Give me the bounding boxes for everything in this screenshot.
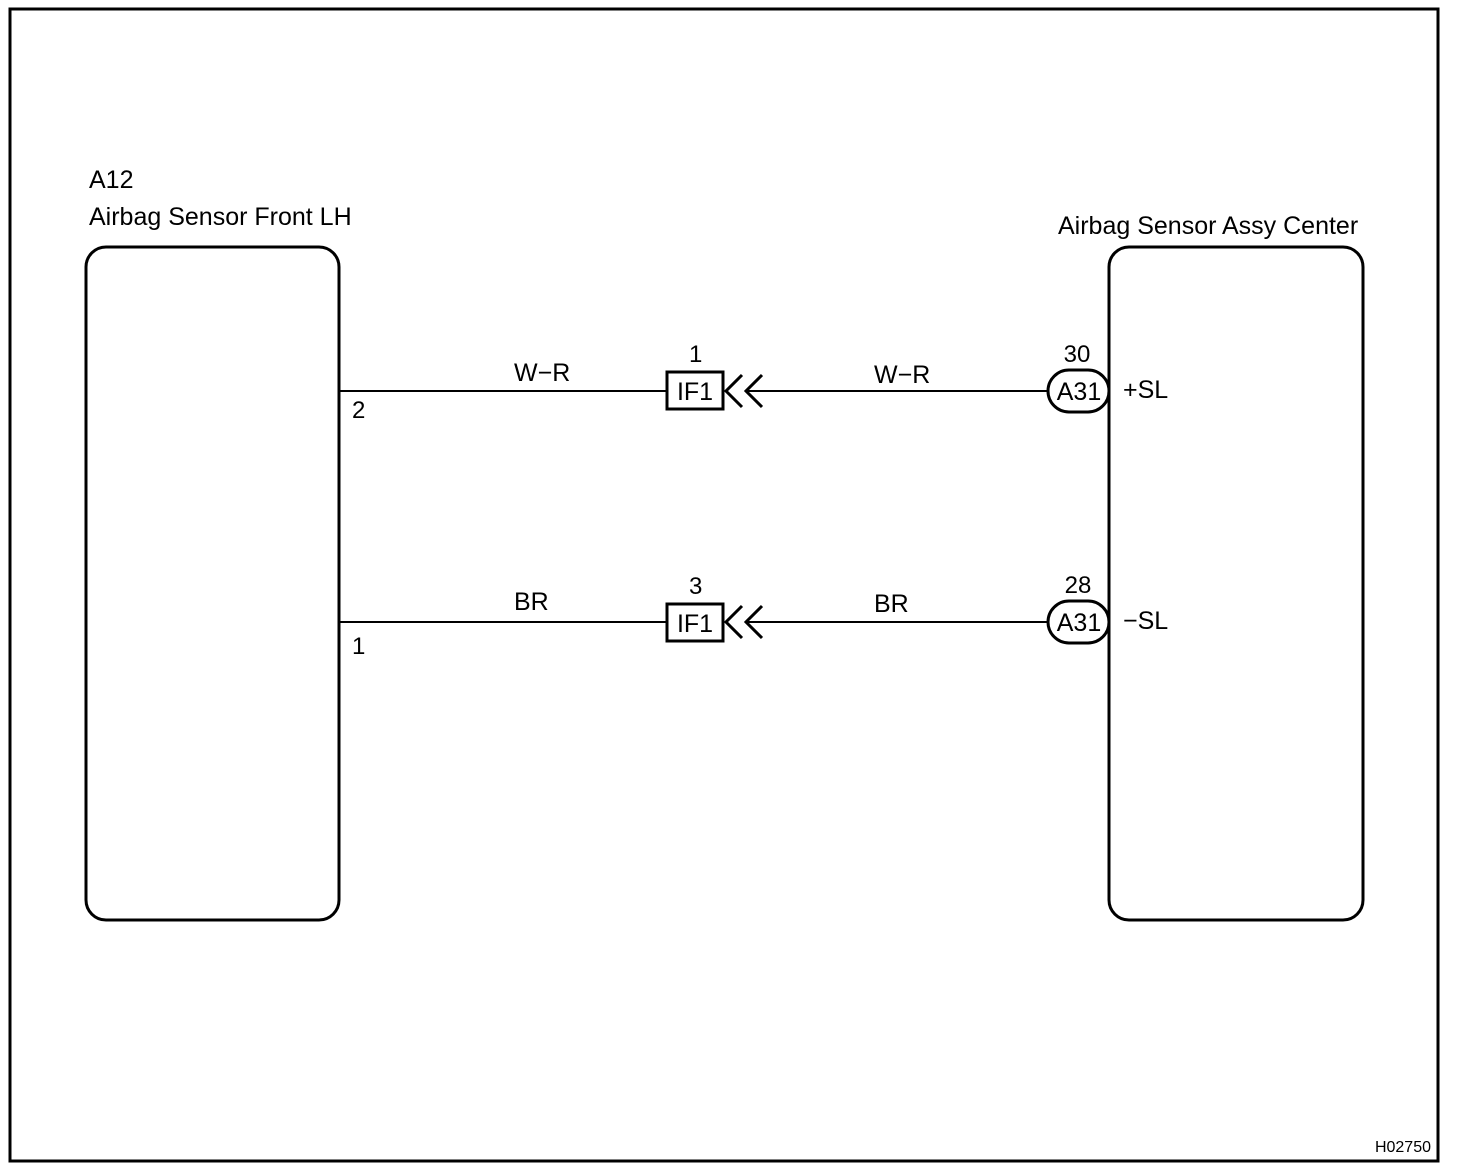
- connector-code: A31: [1057, 609, 1101, 637]
- left-component-name: Airbag Sensor Front LH: [89, 203, 352, 231]
- wire-color-label: W−R: [514, 359, 570, 387]
- component-connector-oval: [1046, 599, 1111, 645]
- wire-color-label: BR: [514, 588, 549, 616]
- left-pin-number: 2: [352, 397, 365, 424]
- connector-pin-number: 30: [1064, 341, 1091, 368]
- signal-label: +SL: [1123, 376, 1168, 404]
- circuit-top: W−R 2 1 IF1 W−R 30 A31 +SL: [340, 341, 1168, 424]
- diagram-frame: [8, 7, 1440, 1163]
- junction-connector-box: [665, 602, 725, 643]
- junction-code: IF1: [677, 378, 713, 406]
- connector-pin-number: 28: [1065, 572, 1092, 599]
- connector-code: A31: [1057, 378, 1101, 406]
- junction-pin-number: 3: [689, 573, 702, 600]
- junction-code: IF1: [677, 610, 713, 638]
- left-component-code: A12: [89, 166, 133, 194]
- wire-color-label: W−R: [874, 361, 930, 389]
- signal-label: −SL: [1123, 607, 1168, 635]
- right-component-name: Airbag Sensor Assy Center: [1058, 212, 1358, 240]
- circuit-bottom: BR 1 3 IF1 BR 28 A31 −SL: [340, 572, 1168, 660]
- junction-pin-number: 1: [689, 341, 702, 368]
- wire-color-label: BR: [874, 590, 909, 618]
- component-connector-oval: [1046, 368, 1111, 414]
- left-pin-number: 1: [352, 633, 365, 660]
- right-component-box: [1107, 245, 1365, 922]
- junction-connector-box: [665, 370, 725, 411]
- left-component-box: [84, 245, 341, 922]
- figure-code: H02750: [1375, 1139, 1431, 1156]
